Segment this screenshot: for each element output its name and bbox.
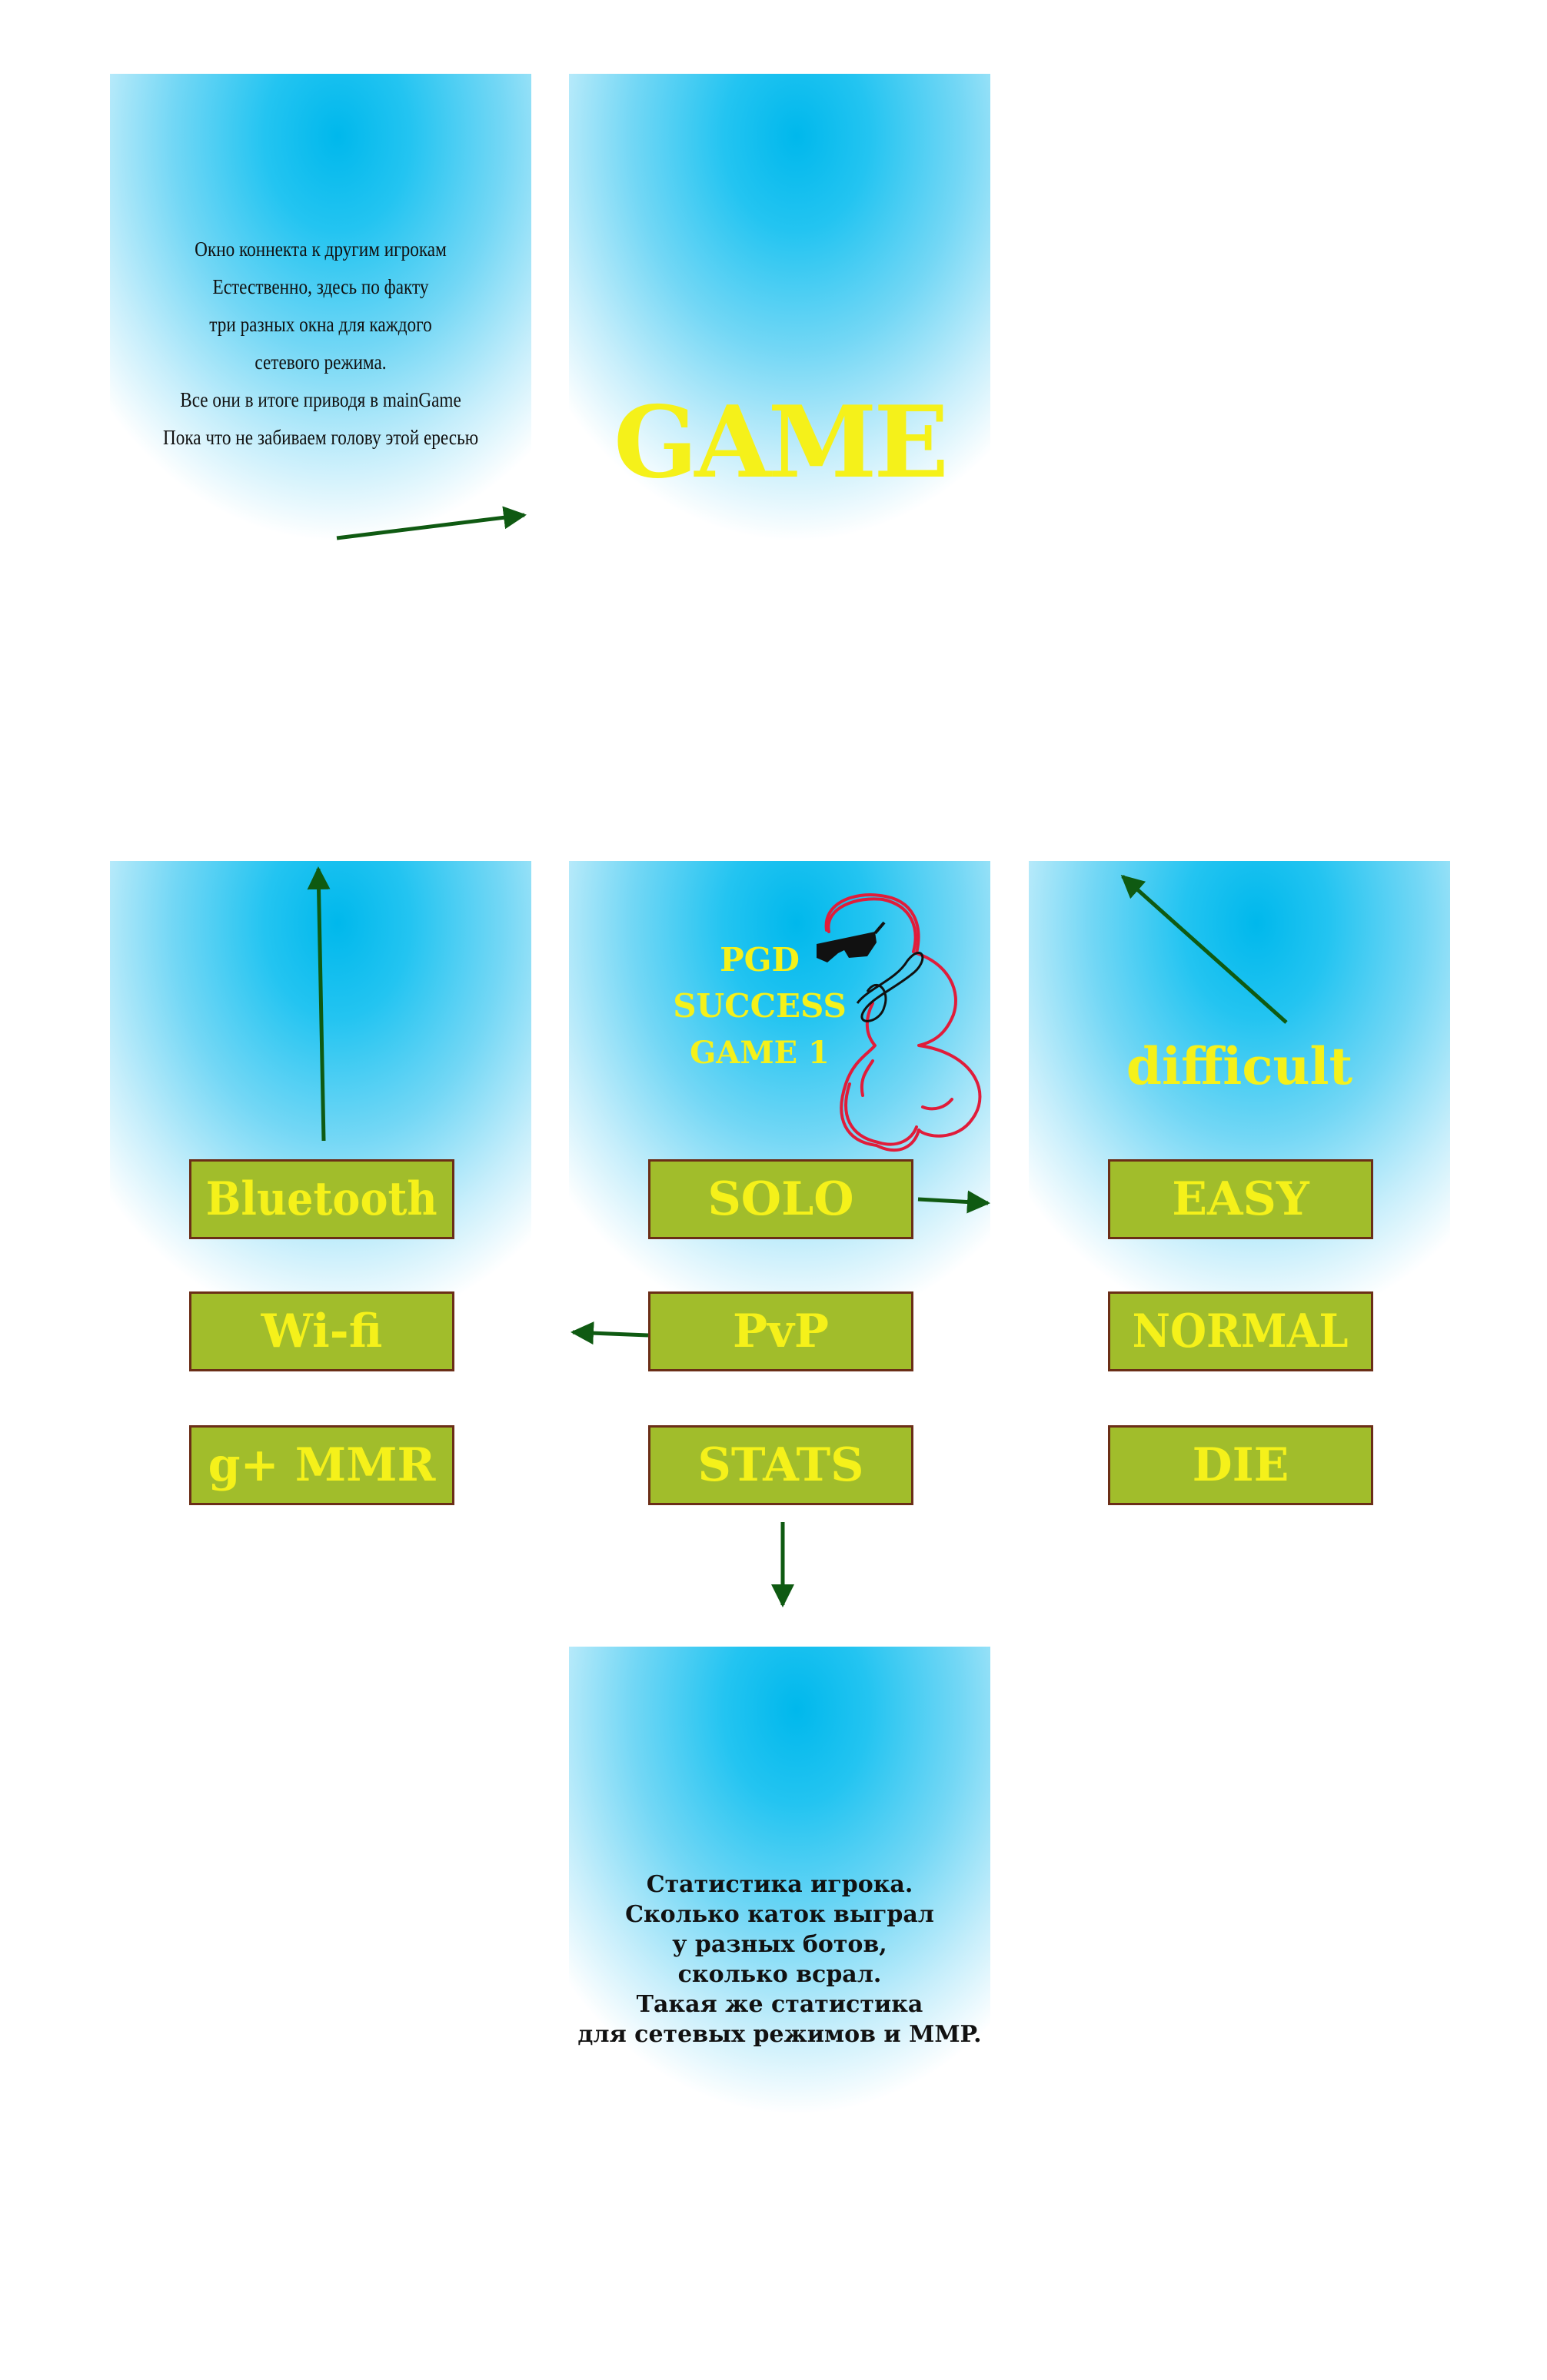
bluetooth-button[interactable]: Bluetooth [189,1159,454,1239]
stats-button[interactable]: STATS [648,1425,913,1505]
logo-line-game1: GAME 1 [690,1035,830,1071]
game-screen: GAME [569,74,990,766]
connect-screen: Окно коннекта к другим игрокам Естествен… [110,74,531,766]
normal-button[interactable]: NORMAL [1108,1291,1373,1371]
logo-line-pgd: PGD [720,941,800,979]
solo-button[interactable]: SOLO [648,1159,913,1239]
sunglasses-icon [817,921,886,962]
arrow-solo-to-difficulty [917,1190,990,1214]
difficulty-screen: difficult EASY NORMAL DIE [1029,861,1450,1553]
main-menu-screen: SOLO PvP STATS [569,861,990,1553]
wifi-button[interactable]: Wi-fi [189,1291,454,1371]
logo-line-success: SUCCESS [673,987,847,1025]
difficulty-label: difficult [1126,1036,1353,1096]
pgd-doodle-character [824,893,982,1152]
stats-note: Статистика игрока. Сколько каток выграл … [577,1871,982,2048]
mmr-button[interactable]: g+ MMR [189,1425,454,1505]
die-button[interactable]: DIE [1108,1425,1373,1505]
arrow-network-to-connect [307,866,331,1142]
pvp-button[interactable]: PvP [648,1291,913,1371]
game-title: GAME [614,385,949,500]
arrow-difficulty-to-game [1120,875,1288,1024]
connect-note: Окно коннекта к другим игрокам Естествен… [162,238,479,449]
arrow-connect-to-game [336,506,527,540]
easy-button[interactable]: EASY [1108,1159,1373,1239]
chain-scribble-icon [856,952,924,1022]
arrow-pvp-to-network [571,1321,649,1345]
stats-screen: Статистика игрока. Сколько каток выграл … [569,1647,990,2346]
